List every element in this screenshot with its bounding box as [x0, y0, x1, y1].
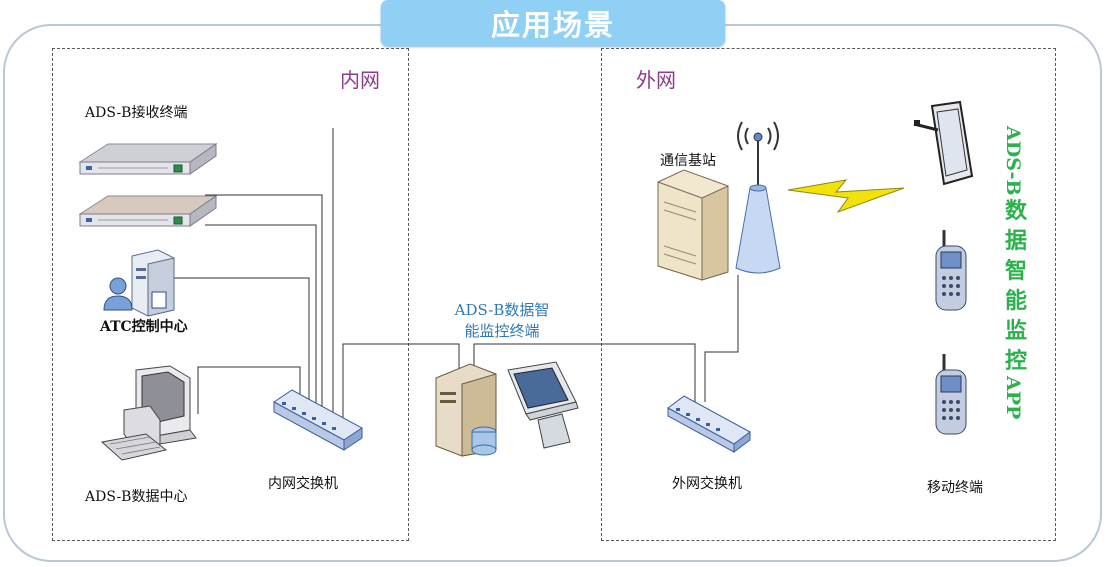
inner-network-zone: [52, 48, 409, 541]
rack-server-icon: [78, 195, 218, 227]
adsb-receiver-label: ADS-B接收终端: [85, 105, 188, 121]
monitor-terminal-label: ADS-B数据智 能监控终端: [432, 300, 572, 342]
inner-network-label: 内网: [340, 68, 380, 92]
mobile-phone-icon: [935, 230, 967, 311]
desktop-computer-icon: [100, 365, 197, 461]
adsb-app-label: ADS-B 数 据 智 能 监 控 APP: [998, 126, 1034, 419]
tablet-icon: [913, 100, 974, 186]
mobile-terminal-label: 移动终端: [927, 480, 983, 496]
inner-switch-label: 内网交换机: [268, 476, 338, 492]
network-switch-icon: [667, 395, 751, 453]
mobile-phone-icon: [935, 354, 967, 435]
atc-center-label: ATC控制中心: [100, 319, 188, 335]
lightning-bolt-icon: [787, 179, 905, 214]
adsb-data-center-label: ADS-B数据中心: [85, 489, 188, 505]
outer-network-zone: [601, 48, 1056, 541]
app-label-char: 监: [1004, 317, 1027, 344]
outer-network-label: 外网: [636, 68, 676, 92]
outer-switch-label: 外网交换机: [672, 476, 742, 492]
monitor-terminal-label-line2: 能监控终端: [464, 322, 540, 340]
network-switch-icon: [273, 389, 363, 451]
app-label-char: 智: [1004, 257, 1027, 284]
antenna-icon: [735, 121, 781, 274]
pc-with-user-icon: [103, 249, 175, 317]
app-label-char: 数: [1004, 197, 1027, 224]
app-label-char: 能: [1004, 287, 1027, 314]
app-label-suffix: APP: [1002, 375, 1024, 419]
app-label-char: 据: [1004, 227, 1027, 254]
page-title: 应用场景: [381, 0, 725, 46]
rack-server-icon: [78, 143, 218, 175]
monitor-terminal-label-line1: ADS-B数据智: [454, 301, 550, 319]
tower-server-icon: [657, 169, 729, 281]
app-label-char: 控: [1004, 347, 1027, 374]
app-label-prefix: ADS-B: [1002, 126, 1024, 196]
base-station-label: 通信基站: [660, 153, 716, 169]
server-and-monitor-icon: [435, 361, 579, 457]
